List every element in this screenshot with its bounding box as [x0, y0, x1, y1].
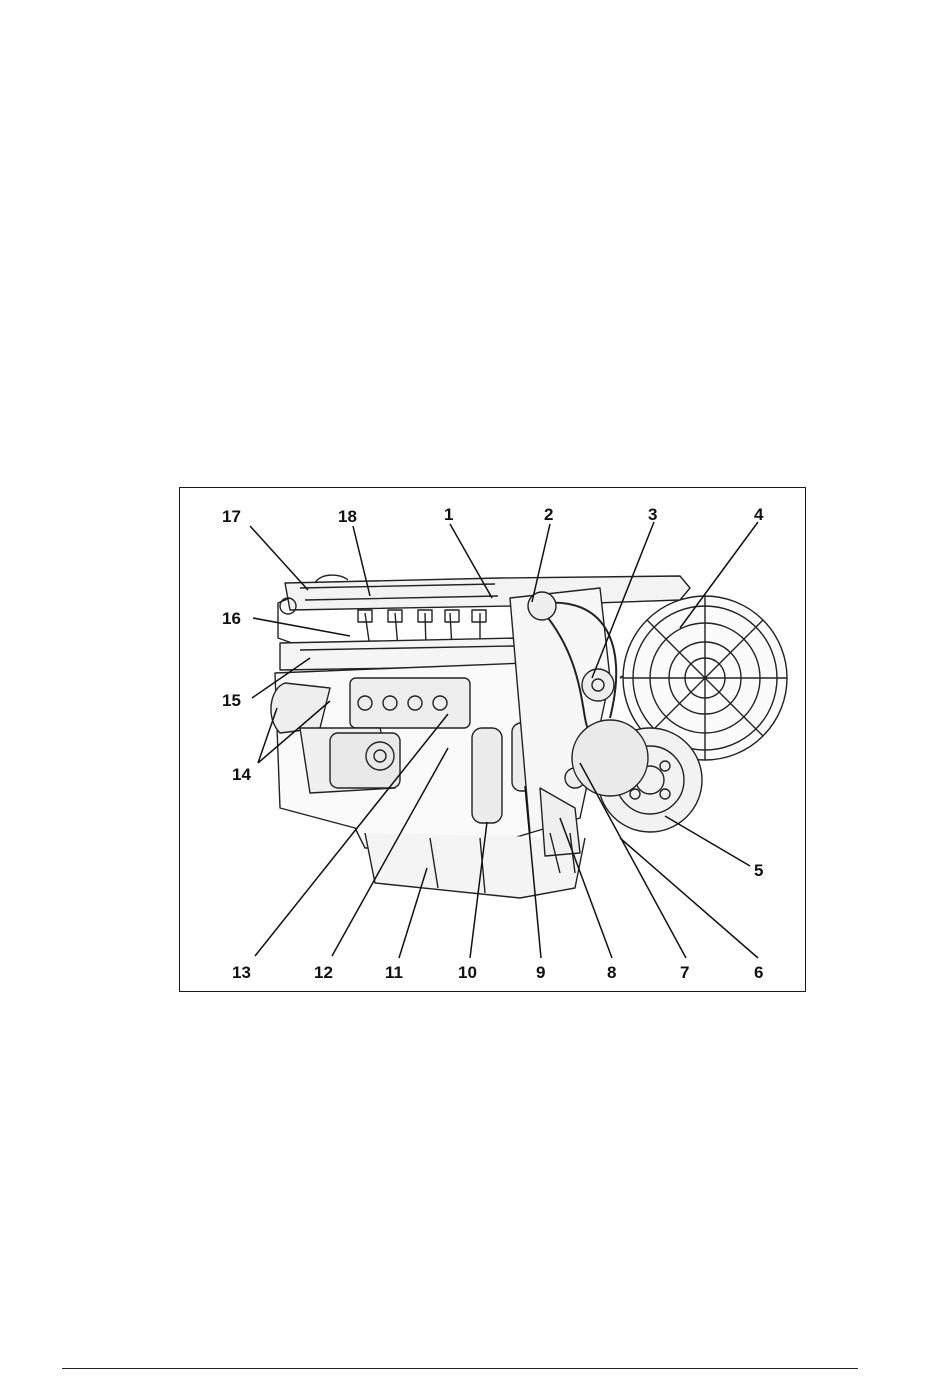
engine-drawing [271, 575, 787, 898]
callout-9: 9 [536, 963, 545, 982]
engine-figure: 17 18 1 2 3 4 16 15 14 5 13 12 11 10 9 8… [179, 487, 806, 992]
callout-8: 8 [607, 963, 616, 982]
callout-13: 13 [232, 963, 251, 982]
callout-11: 11 [385, 963, 403, 982]
callout-5: 5 [754, 861, 763, 880]
engine-illustration: 17 18 1 2 3 4 16 15 14 5 13 12 11 10 9 8… [180, 488, 807, 993]
callout-17: 17 [222, 507, 241, 526]
callout-14: 14 [232, 765, 251, 784]
callout-10: 10 [458, 963, 477, 982]
callout-6: 6 [754, 963, 763, 982]
callout-7: 7 [680, 963, 689, 982]
callout-3: 3 [648, 505, 657, 524]
callout-15: 15 [222, 691, 241, 710]
callout-12: 12 [314, 963, 333, 982]
callout-18: 18 [338, 507, 357, 526]
callout-16: 16 [222, 609, 241, 628]
callout-2: 2 [544, 505, 553, 524]
callout-1: 1 [444, 505, 453, 524]
footer-divider [62, 1368, 858, 1369]
callout-4: 4 [754, 505, 764, 524]
